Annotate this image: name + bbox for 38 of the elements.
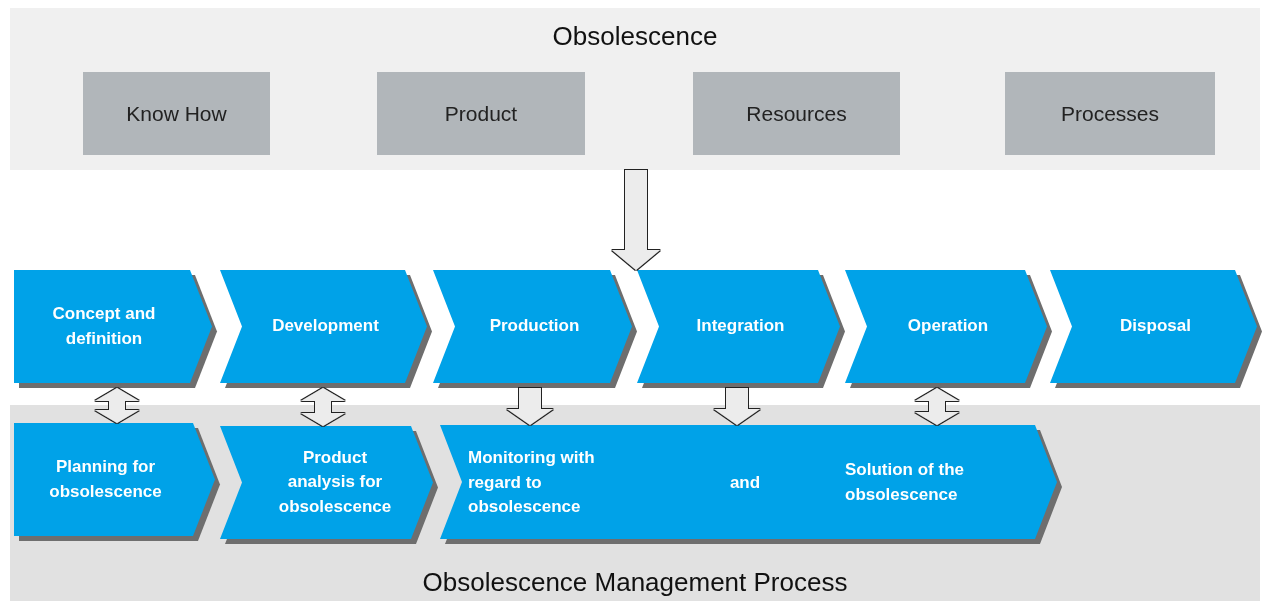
chevron-step bbox=[14, 270, 217, 388]
step-label: Development bbox=[272, 315, 379, 338]
double-arrow bbox=[915, 388, 959, 425]
obsolescence-panel bbox=[10, 8, 1260, 170]
category-label: Processes bbox=[1060, 101, 1159, 126]
chevron-step bbox=[440, 425, 1062, 544]
double-arrow bbox=[95, 388, 139, 423]
step-label: Operation bbox=[907, 315, 989, 338]
chevron-step bbox=[637, 270, 845, 388]
arrow bbox=[507, 388, 553, 425]
step-label: and bbox=[729, 471, 761, 494]
chevron-step bbox=[845, 270, 1052, 388]
step-label: Integration bbox=[696, 315, 785, 338]
arrow bbox=[612, 170, 660, 270]
step-label: Solution of the obsolescence bbox=[845, 459, 965, 506]
panel-title: Obsolescence bbox=[552, 20, 718, 52]
chevron-step bbox=[220, 426, 438, 544]
process-panel bbox=[10, 405, 1260, 601]
double-arrow bbox=[301, 388, 345, 426]
category-box bbox=[693, 72, 900, 155]
chevron-step bbox=[14, 423, 220, 541]
category-box bbox=[377, 72, 585, 155]
step-label: Planning for obsolescence bbox=[48, 455, 163, 503]
chevron-step bbox=[433, 270, 637, 388]
step-label: Monitoring with regard to obsolescence bbox=[468, 447, 596, 519]
panel-title: Obsolescence Management Process bbox=[422, 566, 848, 598]
category-label: Know How bbox=[126, 101, 227, 126]
category-label: Product bbox=[444, 101, 518, 126]
chevron-step bbox=[220, 270, 432, 388]
step-label: Product analysis for obsolescence bbox=[277, 446, 393, 518]
chevron-step bbox=[1050, 270, 1262, 388]
step-label: Production bbox=[489, 315, 580, 338]
category-box bbox=[83, 72, 270, 155]
arrow bbox=[714, 388, 760, 425]
category-label: Resources bbox=[746, 101, 847, 126]
step-label: Concept and definition bbox=[51, 302, 157, 350]
category-box bbox=[1005, 72, 1215, 155]
step-label: Disposal bbox=[1120, 315, 1191, 338]
